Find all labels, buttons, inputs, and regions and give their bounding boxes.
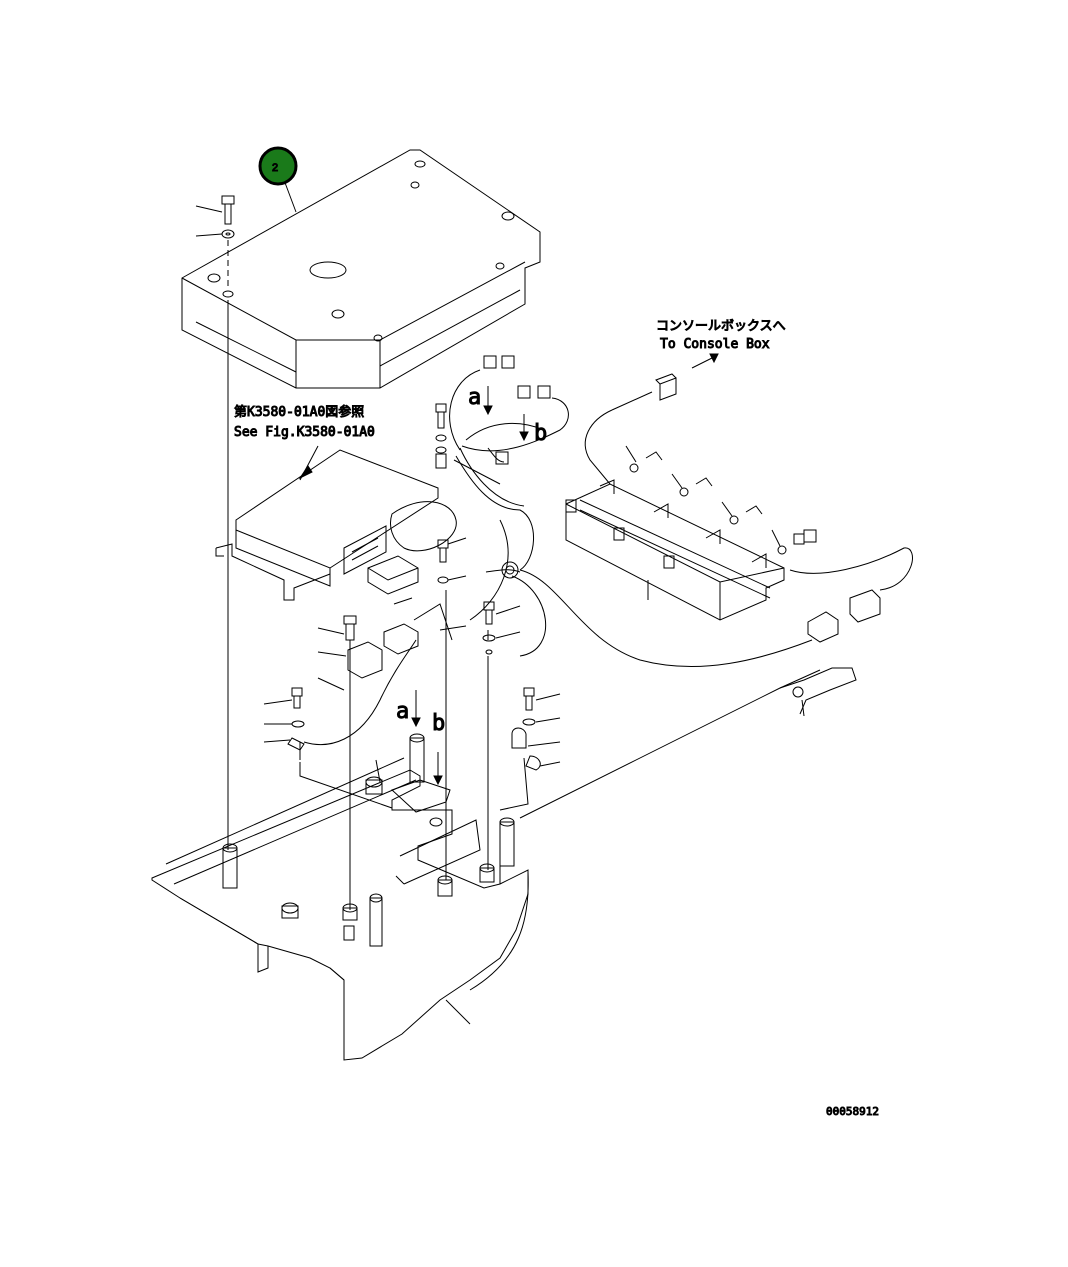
vertical-rods xyxy=(344,590,488,910)
marker-group-top xyxy=(412,386,528,784)
cover-panel xyxy=(182,150,540,388)
callout-2-circle xyxy=(260,148,296,184)
console-label-jp: コンソールボックスへ xyxy=(656,319,786,334)
console-label-en: To Console Box xyxy=(660,337,770,352)
relay-blocks xyxy=(348,556,452,678)
clamps-right xyxy=(512,688,560,770)
floor-base xyxy=(152,630,820,1060)
rail-fasteners xyxy=(626,446,816,554)
marker-a-bottom: a xyxy=(396,699,409,724)
controller-unit xyxy=(216,446,456,600)
bolt-cover xyxy=(196,196,234,850)
callout-2-number: 2 xyxy=(272,162,278,174)
wiring-harness xyxy=(440,356,812,667)
bolts-middle xyxy=(436,404,520,654)
marker-b-top: b xyxy=(534,421,547,446)
relay-rail-assembly xyxy=(566,480,784,620)
fig-ref-en: See Fig.K3580-01A0 xyxy=(234,425,375,440)
drawing-number: 00058912 xyxy=(826,1105,879,1118)
marker-b-bottom: b xyxy=(432,711,445,736)
console-cable xyxy=(585,354,912,716)
ground-cable-left xyxy=(264,628,416,750)
fig-ref-jp: 第K3580-01A0図参照 xyxy=(234,404,364,420)
callout-2[interactable]: 2 xyxy=(260,148,296,184)
marker-a-top: a xyxy=(468,385,481,410)
